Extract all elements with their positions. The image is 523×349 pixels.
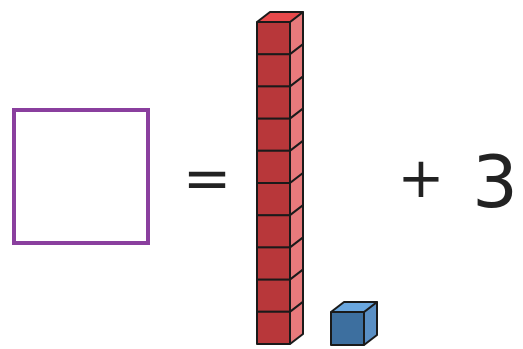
ten-rod-cube-front (256, 214, 291, 249)
ten-rod-cube (256, 300, 304, 345)
ten-rod-top (256, 11, 304, 23)
ten-rod-cube-side (289, 300, 304, 345)
unit-cubes (330, 301, 378, 346)
ten-rod-cube (256, 204, 304, 249)
unit-cube-top (330, 301, 378, 313)
ten-rod-cube-front (256, 310, 291, 345)
ten-rod (256, 11, 304, 345)
ten-rod-cube-front (256, 117, 291, 152)
ten-rod-cube (256, 11, 304, 56)
unit-cube (330, 301, 378, 346)
ten-rod-cube (256, 236, 304, 281)
addend-number: 3 (472, 140, 518, 224)
ten-rod-cube-front (256, 21, 291, 56)
equals-sign: = (183, 144, 232, 212)
ten-rod-cube-front (256, 85, 291, 120)
unit-cube-front (330, 311, 365, 346)
ten-rod-cube-front (256, 149, 291, 184)
ten-rod-cube-front (256, 278, 291, 313)
ten-rod-cube-front (256, 53, 291, 88)
ten-rod-cube-front (256, 182, 291, 217)
plus-sign: + (398, 146, 445, 211)
ten-rod-cube-front (256, 246, 291, 281)
answer-box[interactable] (12, 108, 150, 245)
